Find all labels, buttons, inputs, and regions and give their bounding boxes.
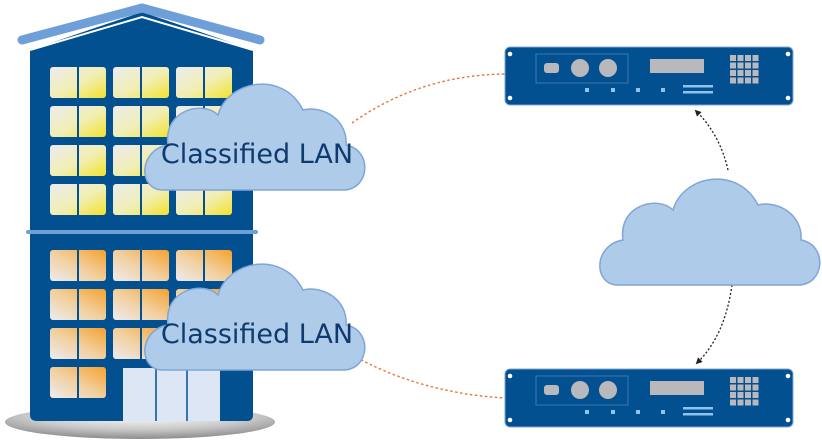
cloud-label-top: Classified LAN: [161, 139, 353, 170]
vent-slot: [683, 413, 713, 416]
vent-slot: [683, 85, 713, 88]
link-wan-to-top-device: [694, 109, 729, 171]
status-led: [636, 88, 640, 92]
control-panel-frame: [535, 375, 629, 406]
window: [50, 106, 106, 137]
knob-icon: [599, 381, 617, 399]
window: [50, 289, 106, 320]
window: [50, 145, 106, 176]
network-device-top: [504, 46, 794, 106]
window: [50, 184, 106, 215]
building-entrance-doors: [123, 368, 220, 421]
status-led: [661, 410, 665, 414]
mount-screw: [507, 51, 513, 57]
port-icon: [544, 63, 559, 73]
mount-screw: [785, 51, 791, 57]
knob-icon: [571, 59, 589, 77]
window: [113, 106, 169, 137]
mount-screw: [507, 417, 513, 423]
cloud-wan: [599, 178, 821, 286]
keypad-icon: [730, 377, 759, 406]
window: [50, 367, 106, 398]
keypad-icon: [730, 55, 759, 84]
status-led: [585, 410, 589, 414]
window: [113, 67, 169, 98]
port-icon: [544, 385, 559, 395]
status-led: [661, 88, 665, 92]
knob-icon: [599, 59, 617, 77]
window: [113, 184, 169, 215]
status-led: [585, 88, 589, 92]
display-screen: [650, 59, 704, 73]
mount-screw: [785, 373, 791, 379]
window: [176, 67, 232, 98]
link-bottom-lan-to-device: [351, 354, 506, 399]
vent-slot: [683, 91, 713, 94]
mount-screw: [785, 95, 791, 101]
control-panel-frame: [535, 53, 629, 84]
mount-screw: [507, 373, 513, 379]
building-roof: [17, 3, 265, 45]
display-screen: [650, 381, 704, 395]
vent-slot: [683, 407, 713, 410]
link-wan-to-bottom-device: [695, 284, 733, 365]
cloud-label-bottom: Classified LAN: [161, 319, 353, 350]
network-device-bottom: [504, 368, 794, 428]
window: [113, 289, 169, 320]
knob-icon: [571, 381, 589, 399]
link-top-lan-to-device: [351, 73, 506, 124]
status-led: [611, 88, 615, 92]
status-led: [611, 410, 615, 414]
mount-screw: [785, 417, 791, 423]
window: [50, 250, 106, 281]
window: [113, 250, 169, 281]
cloud-classified-lan-top: Classified LAN: [144, 83, 366, 191]
cloud-classified-lan-bottom: Classified LAN: [144, 263, 366, 371]
status-led: [636, 410, 640, 414]
window: [50, 328, 106, 359]
mount-screw: [507, 95, 513, 101]
window: [176, 250, 232, 281]
window: [50, 67, 106, 98]
